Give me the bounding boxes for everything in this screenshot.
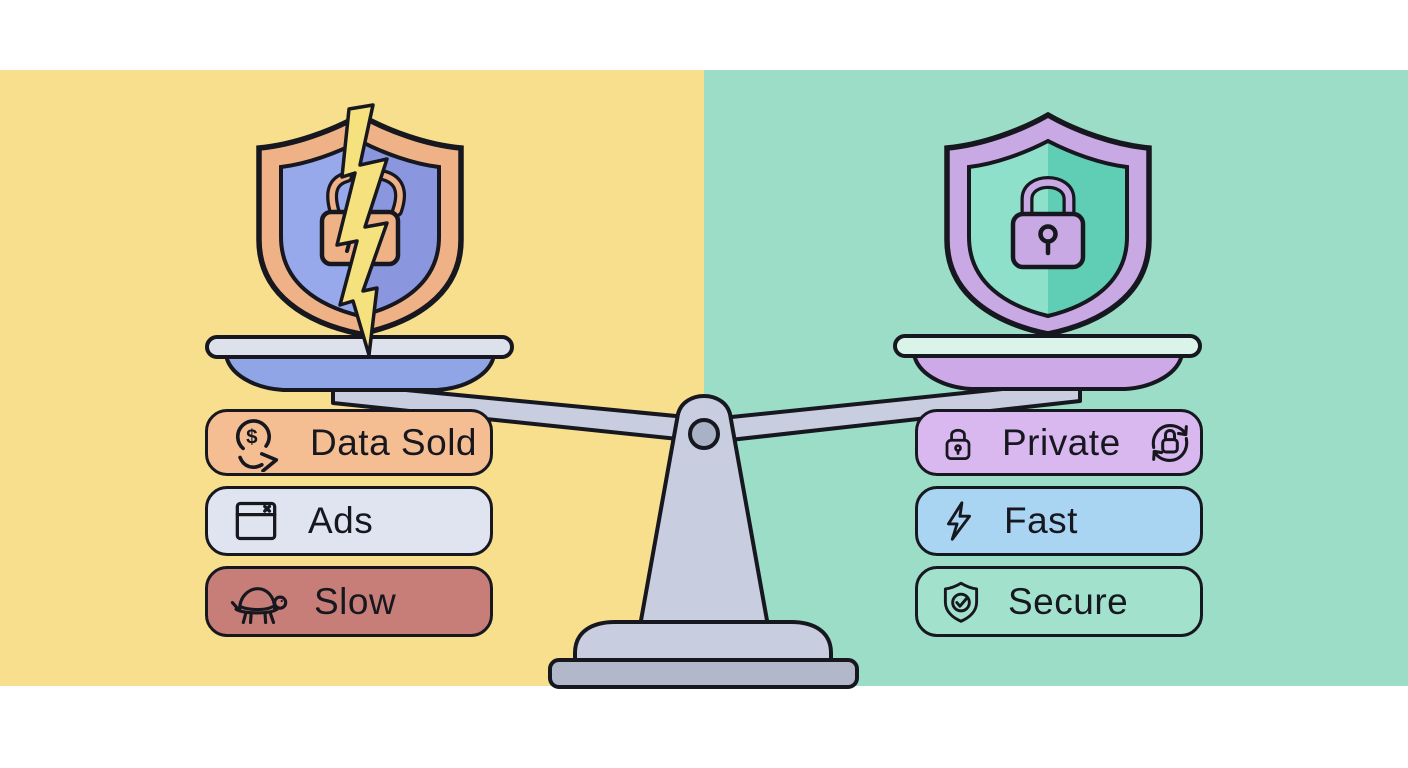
tag-secure: Secure bbox=[915, 566, 1203, 637]
tag-private: Private bbox=[915, 409, 1203, 476]
broken-shield-cracked-lock-icon bbox=[256, 103, 464, 357]
tag-label: Secure bbox=[1008, 580, 1129, 622]
shield-check-icon bbox=[943, 581, 979, 623]
padlock-icon bbox=[945, 428, 971, 460]
lock-sync-icon bbox=[1151, 423, 1188, 462]
lightning-bolt-icon bbox=[947, 501, 971, 541]
tag-label: Data Sold bbox=[310, 421, 477, 463]
scale-dome-base bbox=[573, 620, 833, 664]
secure-shield-lock-icon bbox=[944, 111, 1152, 337]
scale-base-plate bbox=[548, 658, 859, 689]
tag-ads: Ads bbox=[205, 486, 493, 556]
tag-data-sold: $ Data Sold bbox=[205, 409, 493, 476]
dollar-glyph: $ bbox=[246, 425, 258, 448]
tag-label: Slow bbox=[314, 580, 397, 622]
tag-fast: Fast bbox=[915, 486, 1203, 556]
popup-ad-window-icon bbox=[235, 501, 277, 541]
scale-pivot bbox=[688, 418, 720, 450]
left-scale-pan bbox=[205, 335, 514, 392]
scale-pedestal bbox=[548, 394, 859, 689]
tag-label: Private bbox=[1002, 421, 1121, 463]
tag-label: Fast bbox=[1004, 500, 1078, 541]
tag-slow: Slow bbox=[205, 566, 493, 637]
right-scale-pan bbox=[893, 334, 1202, 391]
dollar-coin-arrow-icon: $ bbox=[235, 418, 279, 472]
turtle-icon bbox=[230, 586, 288, 624]
tag-label: Ads bbox=[308, 500, 374, 541]
